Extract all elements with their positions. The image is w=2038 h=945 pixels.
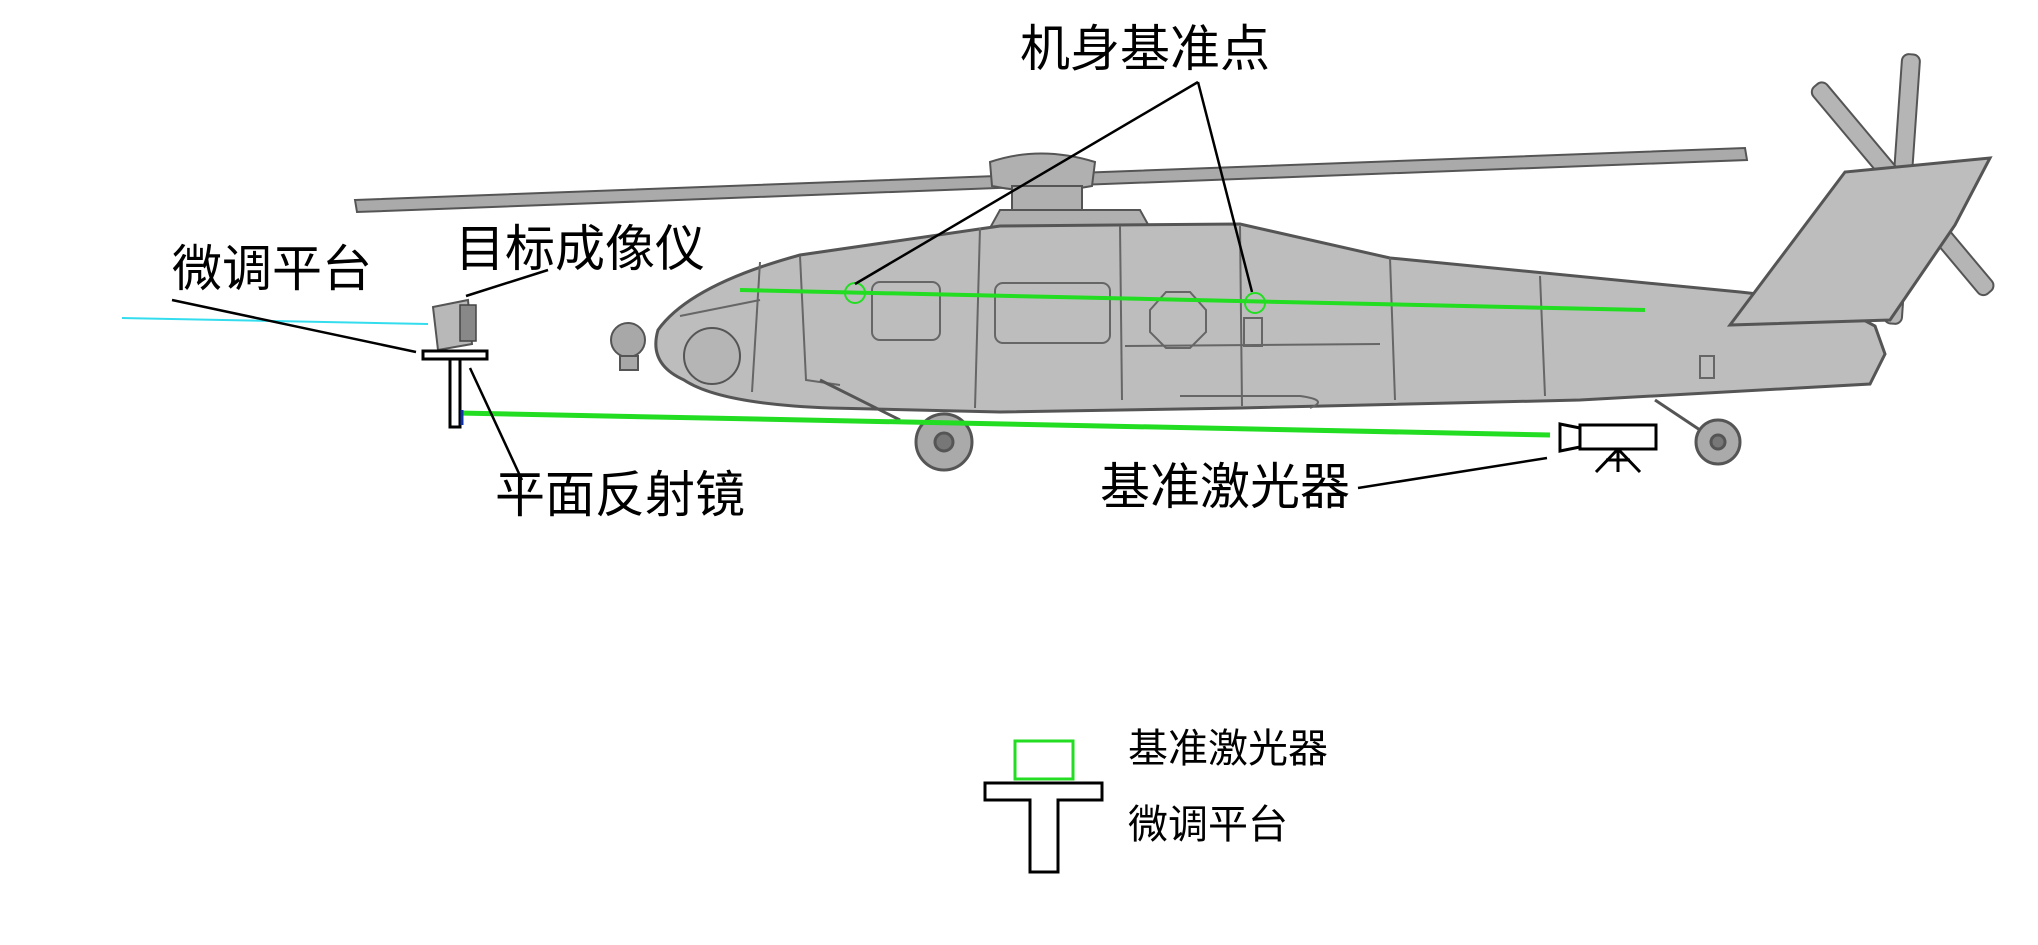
nose-sensor — [610, 322, 741, 385]
fuselage-datum-line — [739, 288, 1646, 312]
label-target-imager: 目标成像仪 — [455, 220, 705, 278]
legend-platform-symbol — [983, 781, 1104, 874]
reference-laser-beam — [457, 410, 1551, 438]
label-fuselage-datum-points: 机身基准点 — [1020, 20, 1270, 78]
leader-lines — [171, 80, 1548, 490]
fuselage — [654, 222, 1887, 414]
legend: 基准激光器 微调平台 — [983, 726, 1328, 874]
helicopter — [353, 53, 1995, 472]
reference-laser-device — [1558, 422, 1658, 474]
landing-gear — [819, 378, 1742, 472]
legend-reference-laser-swatch — [1013, 739, 1075, 781]
legend-label-fine-tuning-platform: 微调平台 — [1128, 802, 1288, 848]
tail-fin — [1726, 156, 1993, 327]
target-imager — [431, 298, 477, 352]
label-fine-tuning-platform: 微调平台 — [172, 240, 372, 298]
fine-tuning-platform — [421, 349, 489, 429]
label-plane-mirror: 平面反射镜 — [495, 466, 745, 524]
fuselage-panels — [679, 225, 1715, 409]
legend-label-reference-laser: 基准激光器 — [1128, 726, 1328, 772]
label-reference-laser: 基准激光器 — [1100, 458, 1350, 516]
datum-point-rear — [1244, 292, 1266, 314]
